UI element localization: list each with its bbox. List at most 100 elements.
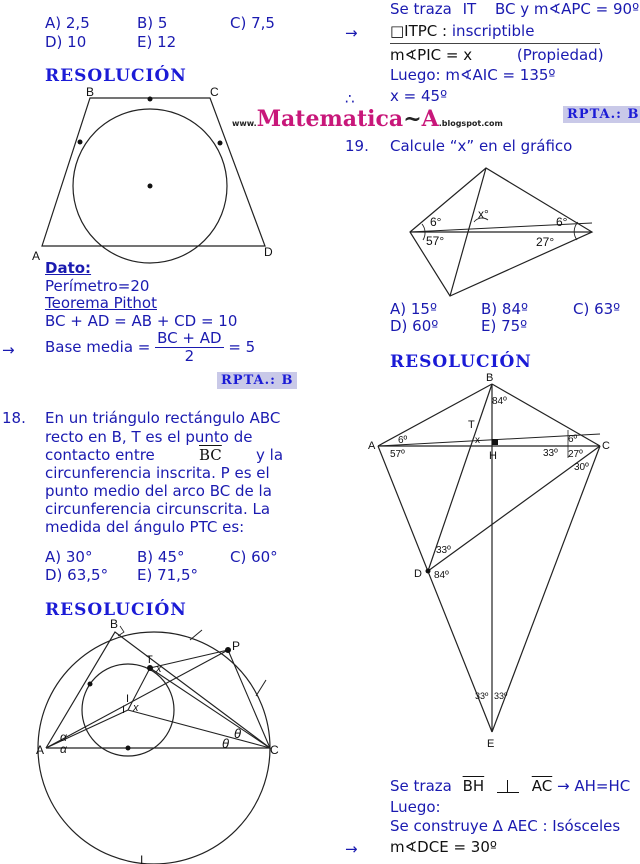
q18-line-5: punto medio del arco BC de la xyxy=(45,482,272,500)
q17-option-d: D) 10 xyxy=(45,33,87,51)
sol19-ac: AC xyxy=(531,777,553,795)
fig3-label-a: A xyxy=(36,743,44,757)
q19-text: Calcule “x” en el gráfico xyxy=(390,137,573,155)
sol18-line-5: x = 45º xyxy=(390,87,448,105)
sol19-se-traza: Se traza xyxy=(390,777,452,795)
fig4-label-c: C xyxy=(602,440,610,452)
fig2-angle-a57: 57° xyxy=(426,234,444,248)
rpta-badge-1: RPTA.: B xyxy=(217,372,298,389)
q18-bc-overline: BC xyxy=(199,446,222,464)
sol19-line-1: Se traza BH AC → AH=HC xyxy=(390,777,630,795)
sol18-it: IT xyxy=(462,0,477,18)
q17-option-b: B) 5 xyxy=(137,14,168,32)
fig4-angle-a57: 57º xyxy=(390,449,405,460)
fig4-label-d: D xyxy=(414,568,422,580)
logo-www: www. xyxy=(232,119,257,128)
q19-number: 19. xyxy=(345,137,369,155)
fig4-angle-c33: 33º xyxy=(543,448,558,459)
q19-option-b: B) 84º xyxy=(481,300,529,318)
fig4-angle-a6: 6º xyxy=(398,435,408,446)
therefore-symbol: ∴ xyxy=(345,90,355,108)
logo-dash: ~ xyxy=(403,106,422,132)
q18-option-d: D) 63,5° xyxy=(45,566,109,584)
fig3-label-p: P xyxy=(232,639,240,653)
fig4-angle-e33b: 33º xyxy=(494,691,508,701)
resolucion-heading-3: RESOLUCIÓN xyxy=(390,352,532,372)
fig3-label-b: B xyxy=(110,617,118,631)
sol18-propiedad: (Propiedad) xyxy=(516,46,604,64)
sol19-line-2: Luego: xyxy=(390,798,441,816)
fig3-label-i1: I xyxy=(126,693,129,705)
q18-yla: y la xyxy=(256,446,284,464)
q19-option-c: C) 63º xyxy=(573,300,621,318)
fig1-label-c: C xyxy=(210,85,219,99)
q18-number: 18. xyxy=(2,409,26,427)
q17-option-e: E) 12 xyxy=(137,33,177,51)
divider-line xyxy=(390,43,600,44)
sol19-line-3: Se construye ∆ AEC : Isósceles xyxy=(390,817,621,835)
sol18-line-3: m∢PIC = x (Propiedad) xyxy=(390,46,604,64)
fig3-label-i2: I xyxy=(122,704,125,716)
site-logo: www.Matematica~A.blogspot.com xyxy=(232,106,503,132)
fig3-label-x2: x xyxy=(132,702,139,714)
sol18-itpc: □ITPC : xyxy=(390,22,448,40)
base-media-fraction: BC + AD 2 xyxy=(155,329,224,365)
fig1-label-d: D xyxy=(264,245,273,259)
sol19-line-4: m∢DCE = 30º xyxy=(390,838,497,856)
fig4-angle-e33a: 33º xyxy=(475,691,489,701)
fig3-label-x1: x xyxy=(155,663,162,675)
fig4-label-e: E xyxy=(487,738,494,750)
teorema-text: Teorema Pithot xyxy=(45,294,157,312)
sol18-pic: m∢PIC = x xyxy=(390,46,473,64)
q19-option-d: D) 60º xyxy=(390,317,439,335)
q18-line-7: medida del ángulo PTC es: xyxy=(45,518,245,536)
fig4-label-h: H xyxy=(489,450,497,462)
logo-main: Matematica xyxy=(256,106,404,132)
sol18-bc: BC xyxy=(494,0,516,18)
arrow-symbol: → xyxy=(2,341,15,359)
sol18-inscriptible: inscriptible xyxy=(451,22,535,40)
fig4-angle-b84: 84º xyxy=(492,396,507,407)
resolucion-heading-1: RESOLUCIÓN xyxy=(45,66,187,86)
q18-line-2: recto en B, T es el punto de xyxy=(45,428,253,446)
arrow-1: → xyxy=(345,24,358,42)
q18-option-a: A) 30° xyxy=(45,548,93,566)
fig3-label-c: C xyxy=(270,743,279,757)
arrow-2: → xyxy=(345,840,358,858)
sol18-se-traza: Se traza xyxy=(390,0,452,18)
circumcircle-figure: B T x P I I x A α α θ θ C I xyxy=(36,617,279,864)
logo-blog: .blogspot.com xyxy=(438,119,503,128)
quadrilateral-figure: 6° 57° x° 6° 27° xyxy=(409,167,594,297)
fig3-label-t: T xyxy=(146,654,153,666)
fig3-label-bottom-i: I xyxy=(140,853,143,864)
fig4-angle-d33: 33º xyxy=(436,545,451,556)
fraction-denominator: 2 xyxy=(184,346,195,365)
resolucion-heading-2: RESOLUCIÓN xyxy=(45,600,187,620)
q18-option-e: E) 71,5° xyxy=(137,566,198,584)
fig2-angle-c27: 27° xyxy=(536,235,554,249)
equation-text: BC + AD = AB + CD = 10 xyxy=(45,312,238,330)
perimetro-text: Perímetro=20 xyxy=(45,277,150,295)
fraction-numerator: BC + AD xyxy=(155,329,224,348)
fig4-angle-d84: 84º xyxy=(434,570,449,581)
fig2-angle-c6: 6° xyxy=(556,215,568,229)
base-media-label: Base media = xyxy=(45,338,151,356)
q18-line-4: circunferencia inscrita. P es el xyxy=(45,464,270,482)
q18-option-b: B) 45° xyxy=(137,548,185,566)
sol18-line-1: Se traza IT BC y m∢APC = 90º xyxy=(390,0,639,18)
fig4-angle-c30: 30º xyxy=(574,462,589,473)
q19-option-a: A) 15º xyxy=(390,300,438,318)
q18-option-c: C) 60° xyxy=(230,548,278,566)
fraction-result: = 5 xyxy=(228,338,256,356)
base-media-line: Base media = BC + AD 2 = 5 xyxy=(45,330,255,364)
fig3-theta-2: θ xyxy=(234,726,241,741)
trapezoid-figure: B C A D xyxy=(32,85,273,264)
fig4-label-a: A xyxy=(368,440,376,452)
fig4-label-b: B xyxy=(486,372,493,384)
q18-line-3: contacto entre xyxy=(45,446,155,464)
fig4-angle-c27: 27º xyxy=(568,449,583,460)
perpendicular-icon xyxy=(496,780,519,793)
rpta-badge-2: RPTA.: B xyxy=(563,106,640,123)
fig2-angle-a6: 6° xyxy=(430,215,442,229)
q18-line-1: En un triángulo rectángulo ABC xyxy=(45,409,281,427)
